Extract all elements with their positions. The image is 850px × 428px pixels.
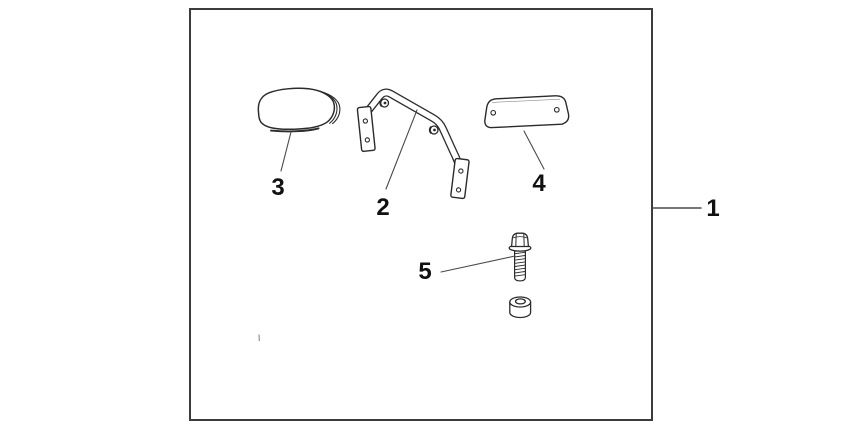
backrest-plate <box>484 95 570 129</box>
bracket-right-tab <box>450 157 470 200</box>
bracket-left-tab <box>356 105 376 153</box>
backrest-bracket <box>356 88 470 200</box>
leader-2 <box>385 109 418 190</box>
kit-frame <box>189 8 653 421</box>
callout-label-5: 5 <box>418 258 432 285</box>
collar-spacer <box>509 296 532 319</box>
callout-label-2: 2 <box>376 194 390 221</box>
flange-bolt <box>508 232 532 282</box>
leader-lines <box>280 109 702 273</box>
leader-4 <box>523 130 545 170</box>
leader-3 <box>280 131 292 172</box>
bracket-stud-left <box>379 98 390 108</box>
callout-label-4: 4 <box>532 170 546 197</box>
leader-5 <box>440 255 516 273</box>
bracket-stud-right <box>428 125 439 135</box>
callout-label-3: 3 <box>271 174 285 201</box>
callout-label-1: 1 <box>706 195 720 222</box>
backrest-pad <box>257 87 341 133</box>
